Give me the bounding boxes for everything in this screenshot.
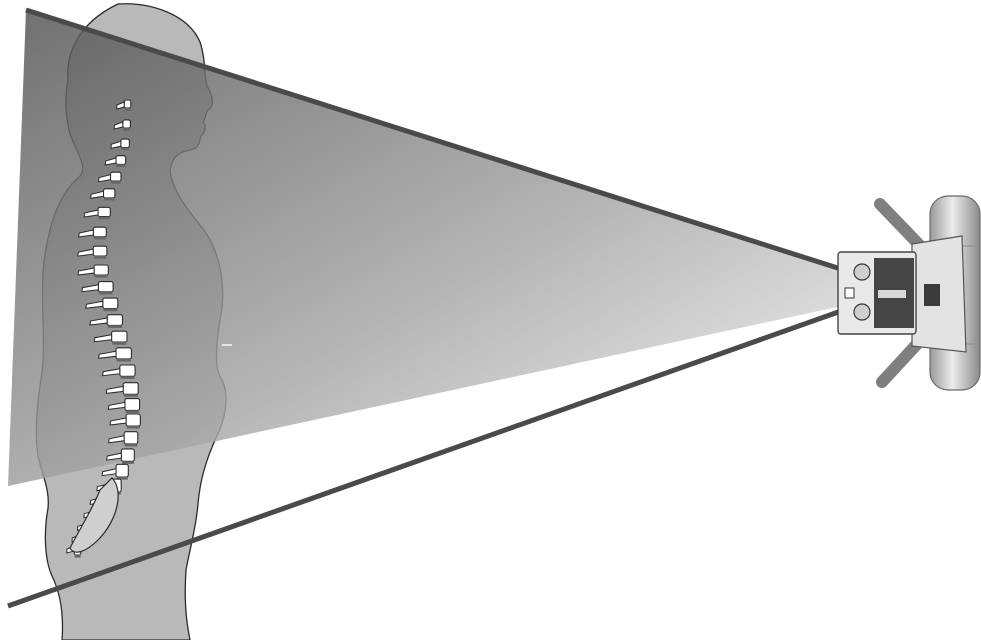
xray-tube-head (838, 196, 980, 390)
